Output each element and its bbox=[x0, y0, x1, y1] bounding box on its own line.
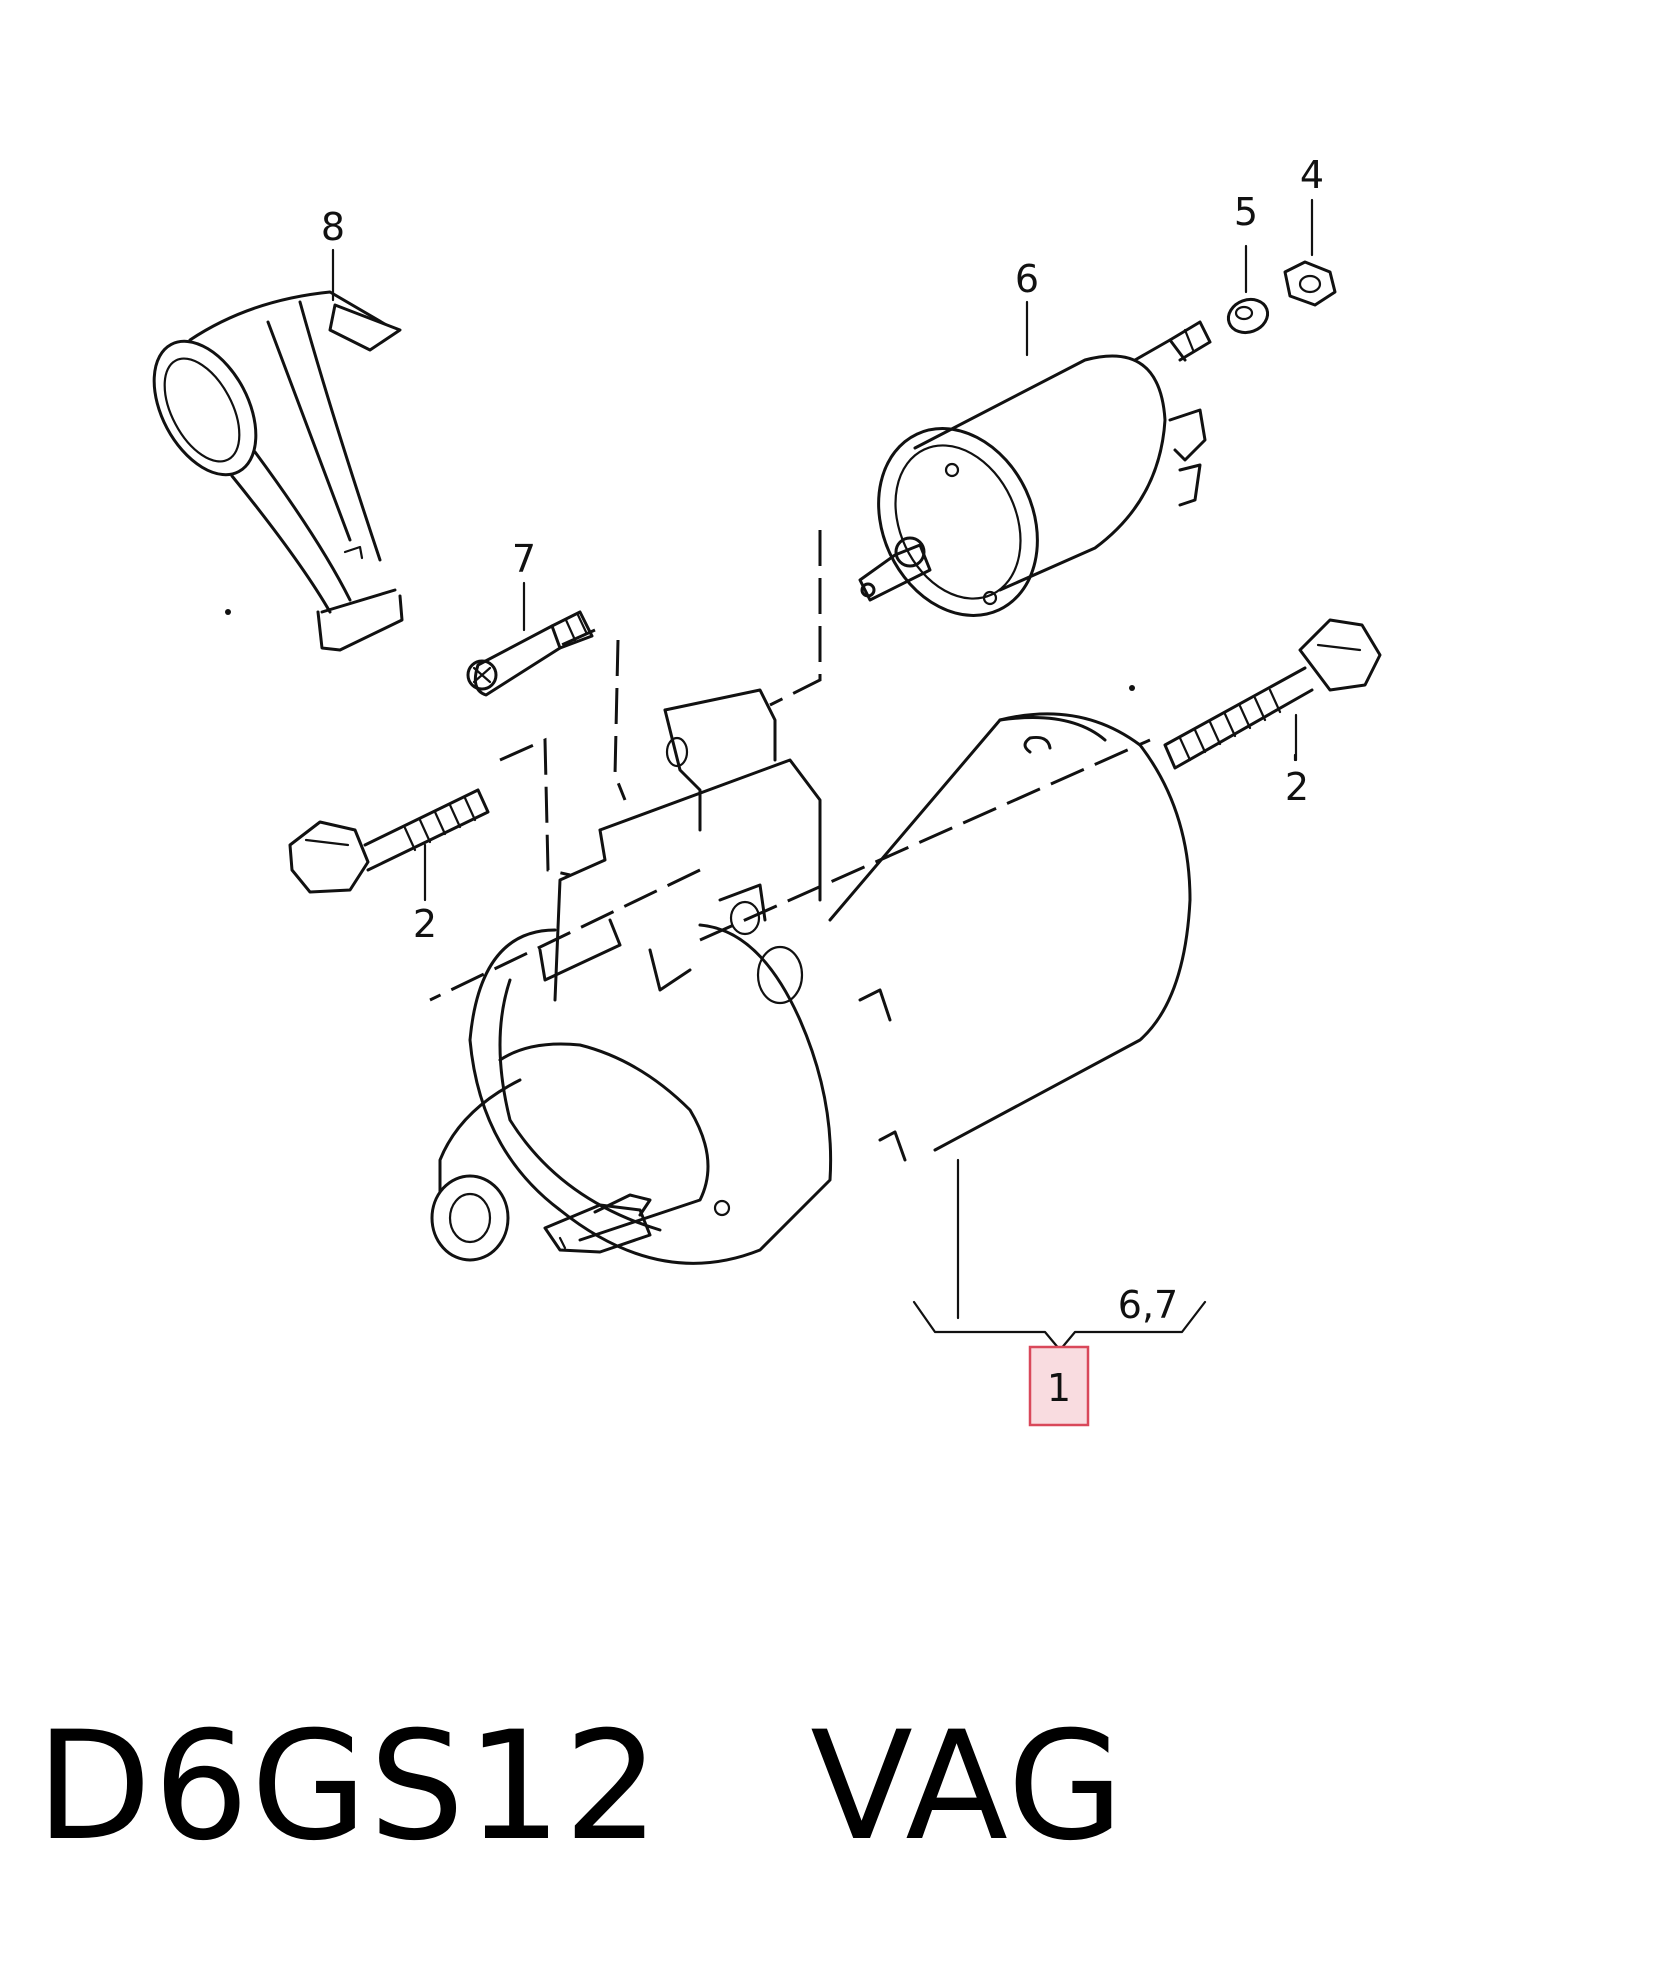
callout-8: 8 bbox=[321, 205, 345, 249]
callout-2-right: 2 bbox=[1285, 765, 1309, 809]
part-7-screw bbox=[466, 610, 594, 697]
brand-name: VAG bbox=[810, 1700, 1126, 1874]
part-8-bracket bbox=[152, 290, 404, 652]
part-6-solenoid bbox=[858, 320, 1212, 617]
part-code: D6GS12 bbox=[36, 1700, 662, 1874]
part-4-nut bbox=[1283, 260, 1337, 307]
callout-labels: 8 7 6 5 4 2 2 6,7 1 bbox=[321, 153, 1324, 1410]
callout-4: 4 bbox=[1300, 153, 1324, 197]
part-5-washer bbox=[1226, 297, 1270, 335]
alignment-lines bbox=[499, 530, 822, 877]
callout-1-highlight bbox=[1028, 1345, 1090, 1427]
part-caption: D6GS12 VAG bbox=[36, 1712, 1126, 1862]
part-2-bolt-right bbox=[1163, 618, 1382, 770]
part-2-bolt-left bbox=[288, 788, 490, 894]
callout-1: 1 bbox=[1047, 1366, 1071, 1410]
part-1-starter-motor bbox=[429, 685, 1192, 1265]
callout-5: 5 bbox=[1234, 190, 1258, 234]
callout-6-7: 6,7 bbox=[1118, 1283, 1178, 1327]
callout-7: 7 bbox=[512, 537, 536, 581]
callout-2-left: 2 bbox=[413, 902, 437, 946]
callout-6: 6 bbox=[1015, 257, 1039, 301]
